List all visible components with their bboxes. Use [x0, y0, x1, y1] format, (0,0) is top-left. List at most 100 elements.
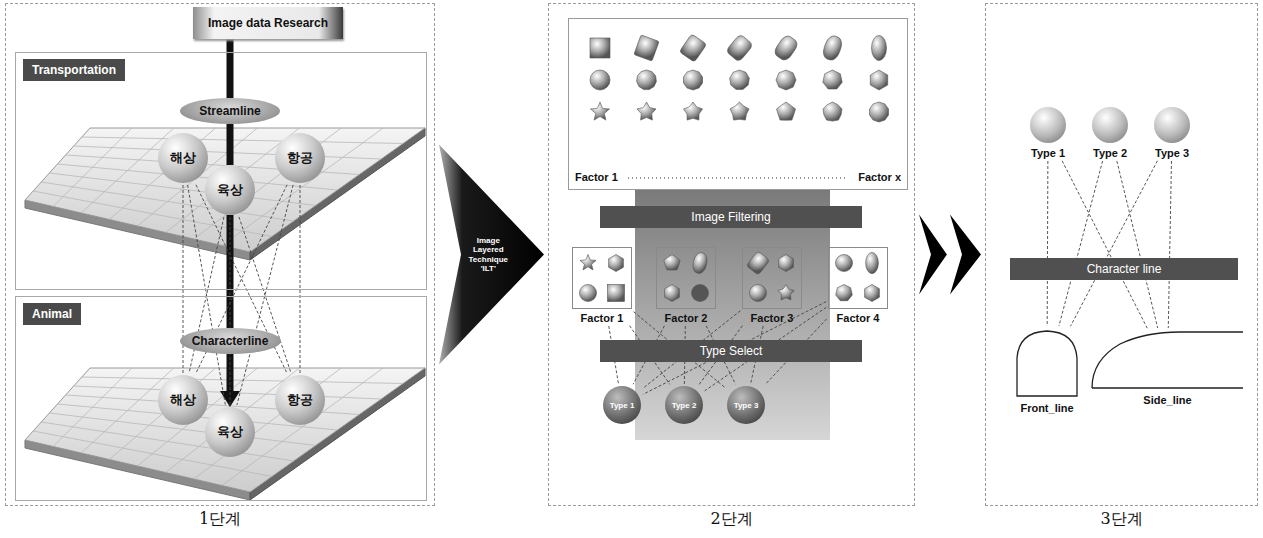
connector: [188, 185, 226, 405]
factor-shape: [591, 102, 610, 120]
node-label: Type 1: [610, 401, 635, 410]
factor-shape: [665, 285, 680, 302]
section-heading: Transportation: [23, 59, 125, 81]
domain-sphere: 해상: [158, 375, 208, 425]
grid-line: [138, 368, 258, 466]
process-band: Character line: [1010, 258, 1238, 280]
shape-label: Type 1: [1031, 147, 1065, 159]
connector: [300, 185, 301, 373]
type-sphere: Type 3: [1154, 107, 1190, 143]
stage-panel: 3단계Type 1Type 2Type 3Character lineFront…: [985, 3, 1258, 506]
link-line: [237, 185, 293, 405]
factor-shape: [872, 36, 887, 61]
source-box: Image data Research: [193, 7, 343, 39]
factor-shape: [823, 70, 842, 89]
factor-shape: [634, 35, 659, 61]
node-label: Type 3: [734, 401, 759, 410]
stage-arrow: [919, 215, 981, 295]
factor-shape: [823, 102, 842, 121]
factor-shape: [726, 34, 754, 62]
factor-group: Factor 1: [572, 247, 632, 309]
factor-shape: [608, 285, 625, 302]
line-ellipse: Streamline: [180, 98, 280, 124]
side-line-shape: Side_line: [1090, 330, 1245, 390]
factor-shape: [692, 285, 709, 302]
connector: [230, 124, 231, 165]
domain-sphere: 항공: [275, 133, 325, 183]
factor-shape: [746, 251, 770, 275]
type-circle: Type 2: [665, 386, 703, 424]
connector: [1071, 161, 1158, 326]
connector: [1059, 161, 1103, 326]
type-circle: Type 1: [603, 386, 641, 424]
connector: [230, 39, 231, 98]
grid-platform: [25, 128, 425, 260]
factor-shape: [777, 102, 796, 120]
node-label: 육상: [217, 423, 243, 441]
factor-shape: [870, 70, 887, 90]
shape-label: Factor 1: [581, 312, 624, 324]
section-heading: Animal: [23, 303, 81, 325]
connector: [1168, 161, 1171, 328]
factor-shape: [590, 70, 610, 90]
node-label: 육상: [217, 181, 243, 199]
factor-shape: [637, 70, 657, 90]
link-line: [1168, 161, 1171, 328]
stage-caption: 1단계: [6, 509, 434, 530]
link-line: [1047, 161, 1049, 326]
node-label: Image data Research: [208, 16, 328, 30]
grid-line: [194, 368, 342, 479]
link-line: [1062, 161, 1147, 328]
link-line: [300, 185, 301, 373]
node-label: Character line: [1087, 262, 1162, 276]
node-label: 해상: [170, 391, 196, 409]
type-circle: Type 3: [727, 386, 765, 424]
category-section: AnimalCharacterline해상육상항공: [15, 296, 427, 501]
factor-shape: [684, 102, 703, 120]
link-line: [1071, 161, 1158, 326]
factor-shape: [580, 255, 596, 270]
factor-shape: [609, 255, 624, 272]
factor-shape: [590, 38, 610, 58]
process-band: Type Select: [600, 340, 862, 362]
domain-sphere: 항공: [275, 375, 325, 425]
connector: [1062, 161, 1147, 328]
factor-range-end: Factor x: [858, 171, 901, 183]
shape-label: Side_line: [1143, 394, 1191, 406]
factor-group: Factor 4: [828, 247, 888, 309]
front-line-shape: Front_line: [1013, 328, 1081, 398]
link-line: [230, 217, 231, 405]
factor-shape: [778, 285, 794, 300]
factor-group: Factor 3: [742, 247, 802, 309]
domain-sphere: 해상: [158, 133, 208, 183]
connector: [439, 145, 544, 365]
profile-outline: [1017, 331, 1077, 396]
factor-shape: [836, 255, 853, 272]
factor-range-start: Factor 1: [575, 171, 618, 183]
link-line: [1117, 161, 1158, 328]
shape-label: Factor 3: [751, 312, 794, 324]
factor-shape: [779, 255, 794, 272]
arrow-label: Image Layered Technique 'ILT': [461, 236, 516, 273]
flow-line: [227, 39, 234, 98]
type-sphere: Type 1: [1030, 107, 1066, 143]
domain-sphere: 육상: [205, 407, 255, 457]
shape-label: Factor 2: [665, 312, 708, 324]
node-label: Image Filtering: [691, 210, 770, 224]
type-sphere: Type 2: [1092, 107, 1128, 143]
flow-line: [227, 124, 234, 165]
stage-arrow: [439, 145, 544, 365]
stage-caption: 2단계: [549, 509, 914, 530]
platform-top: [25, 128, 425, 252]
factor-shape: [679, 34, 706, 62]
node-label: Type Select: [700, 344, 763, 358]
profile-outline: [1092, 332, 1243, 388]
grid-line: [138, 128, 258, 226]
grid-line: [41, 422, 294, 461]
node-label: 항공: [287, 149, 313, 167]
link-line: [1059, 161, 1103, 326]
shape-label: Type 3: [1155, 147, 1189, 159]
dotted-range: [628, 177, 848, 178]
